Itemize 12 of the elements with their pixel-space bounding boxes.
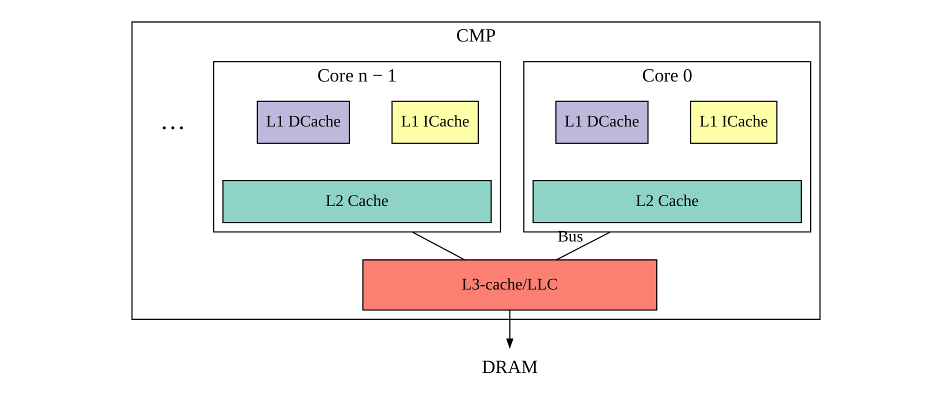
label: … xyxy=(159,106,186,135)
node-box: L2 Cache xyxy=(222,180,492,224)
node-box: L1 ICache xyxy=(390,100,478,144)
connector xyxy=(556,231,610,260)
node-box: L1 DCache xyxy=(554,100,648,144)
arrow xyxy=(506,310,513,349)
node-box: L2 Cache xyxy=(532,180,802,224)
node-box: L1 ICache xyxy=(689,100,777,144)
node-box: L3-cache/LLC xyxy=(362,259,657,311)
node-text: DRAM xyxy=(481,356,538,378)
connector xyxy=(411,231,464,260)
node-box: L1 DCache xyxy=(256,100,350,144)
